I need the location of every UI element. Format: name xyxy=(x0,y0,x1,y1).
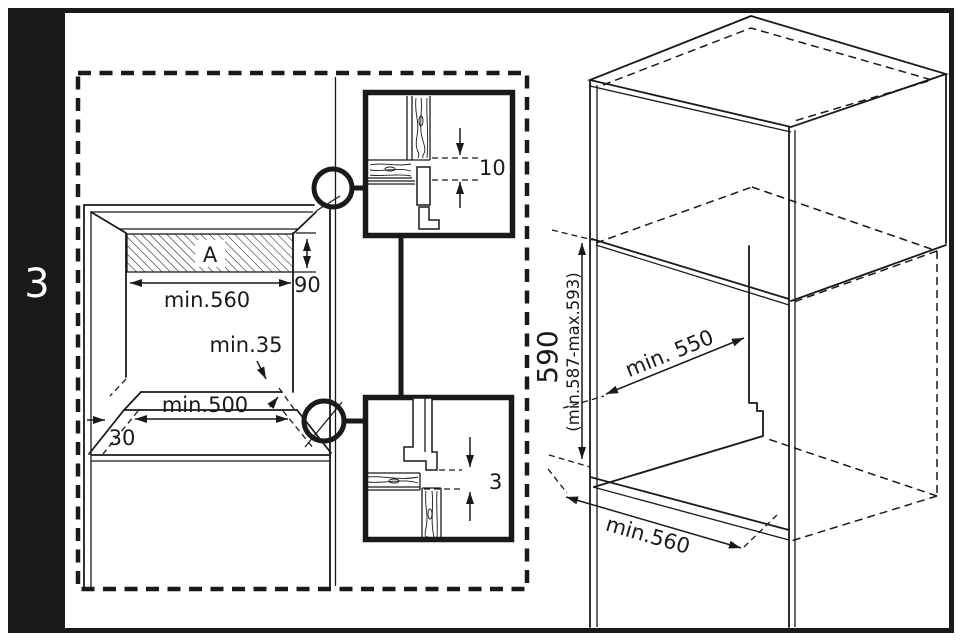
detail-callout-circle-top xyxy=(311,166,355,210)
detail-callouts xyxy=(301,166,404,444)
oven-front-profile xyxy=(403,397,438,471)
dim-gap-3: 3 xyxy=(466,437,502,521)
dim-vent-height: 90 xyxy=(294,239,321,297)
dim-corner-clearance: min.35 xyxy=(210,333,283,409)
dim-niche-height: 590 (min.587-max.593) xyxy=(531,229,594,468)
wood-grain-bottom-panel xyxy=(424,490,438,538)
dim-30-label: 30 xyxy=(109,426,136,450)
front-view: A 90 min.560 min.35 min.500 xyxy=(83,195,343,588)
detail-box-bottom: 3 xyxy=(362,394,515,543)
dim-base-opening: min.500 xyxy=(135,393,288,423)
detail-box-top: 10 xyxy=(362,89,516,239)
dim-min35-label: min.35 xyxy=(210,333,283,357)
wood-grain-top-panel xyxy=(415,97,429,159)
dim-min500-label: min.500 xyxy=(162,393,248,417)
dim-vent-width: min.560 xyxy=(130,279,291,312)
vent-strip: A xyxy=(126,233,294,273)
dim-3-label: 3 xyxy=(489,470,502,494)
dim-gap-10: 10 xyxy=(456,128,506,208)
step-number-badge xyxy=(8,8,65,633)
wood-grain-bottom-shelf xyxy=(367,476,419,484)
detail-callout-circle-bottom xyxy=(301,398,347,444)
cabinet-3d-view: 590 (min.587-max.593) min. 550 min.560 xyxy=(531,15,949,628)
dim-10-label: 10 xyxy=(479,156,506,180)
dim-90-label: 90 xyxy=(294,273,321,297)
dashed-region-border xyxy=(75,70,530,592)
oven-flange xyxy=(416,166,431,206)
vent-area-label: A xyxy=(203,243,218,267)
fixing-bracket xyxy=(418,206,440,230)
dim-front-recess: 30 xyxy=(87,416,136,450)
hidden-niche-outline xyxy=(595,186,938,542)
dim-590-range-label: (min.587-max.593) xyxy=(564,272,583,431)
wood-grain-top-shelf xyxy=(369,163,412,177)
dim-590-label: 590 xyxy=(531,330,564,383)
dim-min560-label: min.560 xyxy=(164,288,250,312)
vent-label-backing xyxy=(195,240,225,267)
step-number: 3 xyxy=(24,261,49,307)
